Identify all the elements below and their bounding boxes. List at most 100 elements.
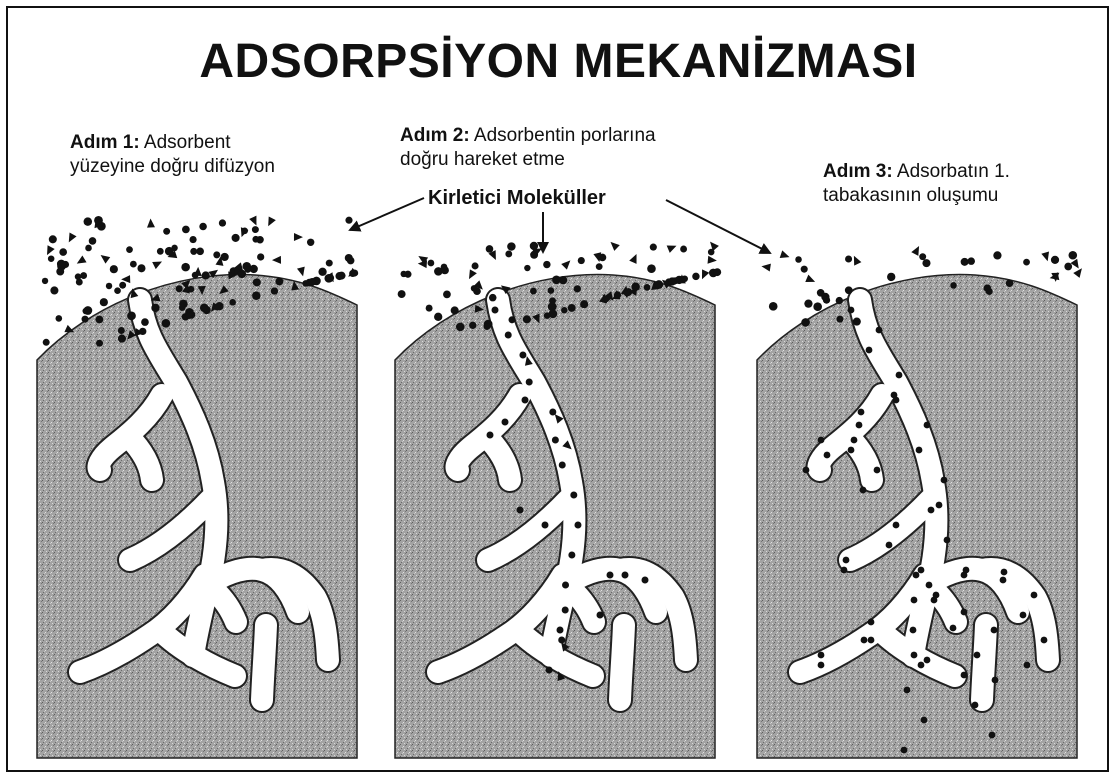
molecule-dot bbox=[141, 318, 149, 326]
molecule-triangle bbox=[629, 252, 640, 263]
molecule-dot bbox=[910, 627, 917, 634]
molecule-dot bbox=[492, 307, 499, 314]
molecule-dot bbox=[308, 278, 316, 286]
molecule-dot bbox=[992, 677, 999, 684]
molecule-dot bbox=[804, 300, 812, 308]
molecule-dot bbox=[972, 702, 979, 709]
molecule-dot bbox=[967, 257, 975, 265]
molecule-dot bbox=[680, 246, 687, 253]
molecule-dot bbox=[853, 318, 861, 326]
molecule-dot bbox=[544, 312, 551, 319]
molecule-triangle bbox=[65, 233, 76, 245]
molecule-dot bbox=[901, 747, 908, 754]
molecule-dot bbox=[522, 397, 529, 404]
molecule-dot bbox=[94, 216, 103, 225]
molecule-dot bbox=[928, 507, 935, 514]
molecule-dot bbox=[950, 282, 957, 289]
molecule-dot bbox=[813, 302, 822, 311]
molecule-triangle bbox=[780, 250, 791, 260]
molecule-dot bbox=[530, 242, 538, 250]
molecule-triangle bbox=[75, 256, 87, 268]
molecule-dot bbox=[836, 297, 843, 304]
molecule-dot bbox=[441, 264, 448, 271]
molecule-dot bbox=[562, 607, 569, 614]
molecule-dot bbox=[119, 282, 126, 289]
molecule-dot bbox=[307, 239, 314, 246]
molecule-dot bbox=[974, 652, 981, 659]
molecule-dot bbox=[335, 272, 343, 280]
molecule-dot bbox=[257, 253, 264, 260]
molecule-dot bbox=[916, 447, 923, 454]
molecule-triangle bbox=[1073, 266, 1085, 278]
molecule-dot bbox=[922, 259, 930, 267]
molecule-dot bbox=[991, 627, 998, 634]
molecule-dot bbox=[486, 245, 494, 253]
molecule-dot bbox=[443, 291, 451, 299]
molecule-dot bbox=[163, 228, 170, 235]
molecule-dot bbox=[866, 347, 873, 354]
molecule-dot bbox=[1020, 612, 1027, 619]
molecule-triangle bbox=[1041, 252, 1051, 263]
molecule-dot bbox=[351, 270, 358, 277]
molecule-dot bbox=[843, 557, 850, 564]
molecule-dot bbox=[505, 250, 512, 257]
molecule-dot bbox=[43, 339, 50, 346]
molecule-dot bbox=[795, 256, 802, 263]
molecule-triangle bbox=[249, 216, 260, 227]
molecule-dot bbox=[182, 226, 190, 234]
molecule-dot bbox=[508, 316, 515, 323]
molecule-dot bbox=[59, 248, 67, 256]
molecule-dot bbox=[162, 319, 171, 328]
molecule-triangle bbox=[265, 216, 276, 228]
molecule-dot bbox=[118, 327, 125, 334]
molecule-dot bbox=[818, 437, 825, 444]
molecule-dot bbox=[574, 285, 581, 292]
molecule-dot bbox=[578, 257, 585, 264]
molecule-dot bbox=[100, 298, 108, 306]
molecule-dot bbox=[961, 258, 969, 266]
molecule-dot bbox=[345, 254, 353, 262]
molecule-triangle bbox=[152, 258, 164, 269]
molecule-dot bbox=[137, 264, 145, 272]
molecule-dot bbox=[484, 323, 491, 330]
molecule-dot bbox=[1064, 263, 1072, 271]
molecule-dot bbox=[801, 318, 810, 327]
molecule-dot bbox=[487, 432, 494, 439]
molecule-dot bbox=[318, 268, 326, 276]
molecule-dot bbox=[202, 306, 210, 314]
molecule-dot bbox=[650, 244, 657, 251]
molecule-dot bbox=[426, 305, 433, 312]
molecule-dot bbox=[961, 672, 968, 679]
molecule-dot bbox=[456, 323, 465, 332]
molecule-dot bbox=[84, 217, 92, 225]
molecule-triangle bbox=[805, 275, 816, 286]
molecule-dot bbox=[548, 287, 555, 294]
molecule-dot bbox=[157, 248, 164, 255]
molecule-dot bbox=[165, 247, 174, 256]
molecule-dot bbox=[502, 419, 509, 426]
molecule-triangle bbox=[147, 218, 155, 227]
molecule-triangle bbox=[294, 233, 303, 241]
molecule-triangle bbox=[272, 256, 281, 264]
molecule-dot bbox=[921, 717, 928, 724]
molecule-dot bbox=[469, 322, 476, 329]
molecule-dot bbox=[944, 537, 951, 544]
molecule-triangle bbox=[297, 267, 307, 278]
molecule-dot bbox=[818, 652, 825, 659]
molecule-dot bbox=[199, 223, 207, 231]
molecule-dot bbox=[868, 619, 875, 626]
molecule-dot bbox=[919, 253, 926, 260]
molecule-dot bbox=[1024, 662, 1031, 669]
molecule-triangle bbox=[98, 252, 110, 264]
molecule-dot bbox=[84, 306, 93, 315]
molecule-dot bbox=[80, 272, 87, 279]
molecule-dot bbox=[769, 302, 778, 311]
molecule-dot bbox=[984, 284, 992, 292]
molecule-dot bbox=[118, 335, 126, 343]
molecule-dot bbox=[57, 260, 66, 269]
molecule-dot bbox=[428, 260, 435, 267]
molecule-dot bbox=[192, 272, 199, 279]
molecule-dot bbox=[911, 652, 918, 659]
molecule-dot bbox=[596, 263, 603, 270]
molecule-dot bbox=[196, 248, 204, 256]
